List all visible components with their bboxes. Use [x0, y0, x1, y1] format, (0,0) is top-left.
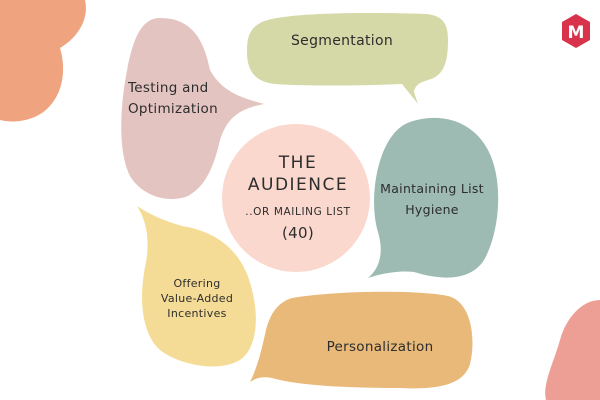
label-offering-line2: Value-Added — [160, 291, 234, 305]
label-testing: Testing and Optimization — [128, 78, 232, 120]
center-title-line1: THE — [278, 153, 318, 173]
center-audience-circle — [222, 124, 370, 272]
logo-hexagon — [562, 14, 590, 48]
center-subtitle: ..OR MAILING LIST — [245, 206, 351, 218]
bubble-offering — [137, 206, 256, 367]
label-testing-line1: Testing and — [128, 80, 209, 96]
label-offering-line3: Incentives — [167, 306, 227, 320]
label-maintaining-line1: Maintaining List — [380, 181, 484, 196]
label-maintaining: Maintaining List Hygiene — [376, 178, 488, 221]
center-title-line2: AUDIENCE — [247, 175, 349, 196]
label-personalization: Personalization — [326, 339, 434, 355]
label-offering-line1: Offering — [173, 277, 221, 290]
label-offering: Offering Value-Added Incentives — [155, 277, 239, 322]
bubble-segmentation — [247, 12, 448, 104]
bubble-testing — [121, 18, 264, 200]
label-segmentation: Segmentation — [291, 33, 393, 49]
brand-logo-icon[interactable]: M — [561, 18, 591, 48]
corner-blob-top-left — [0, 0, 86, 122]
brand-logo-letter: M — [567, 23, 585, 43]
center-title: THE AUDIENCE — [236, 152, 360, 196]
corner-blob-bottom-right — [545, 300, 600, 400]
label-maintaining-line2: Hygiene — [405, 202, 459, 218]
label-testing-line2: Optimization — [128, 100, 218, 117]
bubble-personalization — [250, 291, 473, 389]
bubble-maintaining — [368, 117, 499, 278]
center-count: (40) — [282, 224, 314, 242]
